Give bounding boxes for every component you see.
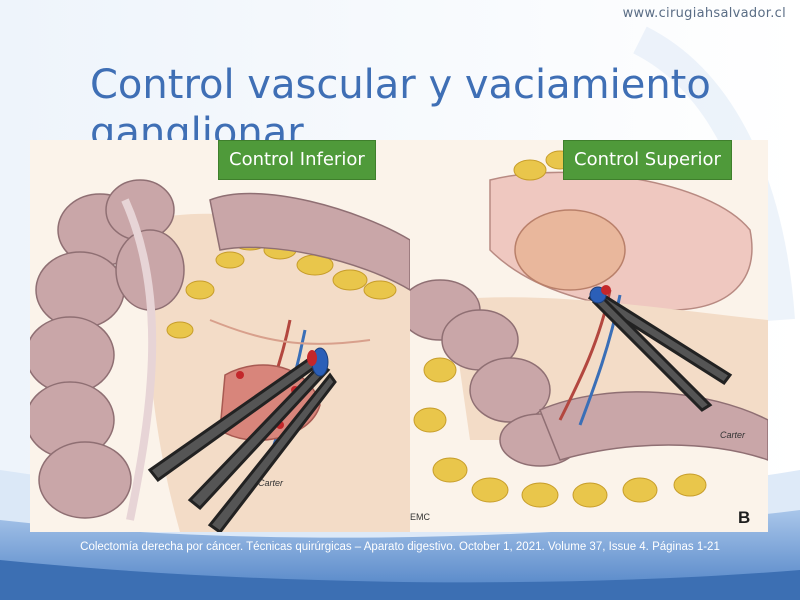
illustration-signature-bottom: EMC bbox=[410, 512, 430, 522]
panel-letter: B bbox=[738, 508, 751, 527]
illustration-inferior: Carter bbox=[30, 140, 410, 532]
citation: Colectomía derecha por cáncer. Técnicas … bbox=[80, 541, 720, 553]
illustration-signature-top: Carter bbox=[720, 430, 746, 440]
label-control-inferior: Control Inferior bbox=[218, 140, 376, 180]
illustration-inferior-drawing bbox=[30, 140, 410, 532]
illustration-superior: Carter EMC bbox=[410, 140, 768, 532]
label-control-superior: Control Superior bbox=[563, 140, 732, 180]
illustration-signature: Carter bbox=[258, 478, 284, 488]
illustration-superior-drawing bbox=[410, 140, 768, 532]
site-url: www.cirugiahsalvador.cl bbox=[622, 6, 786, 21]
